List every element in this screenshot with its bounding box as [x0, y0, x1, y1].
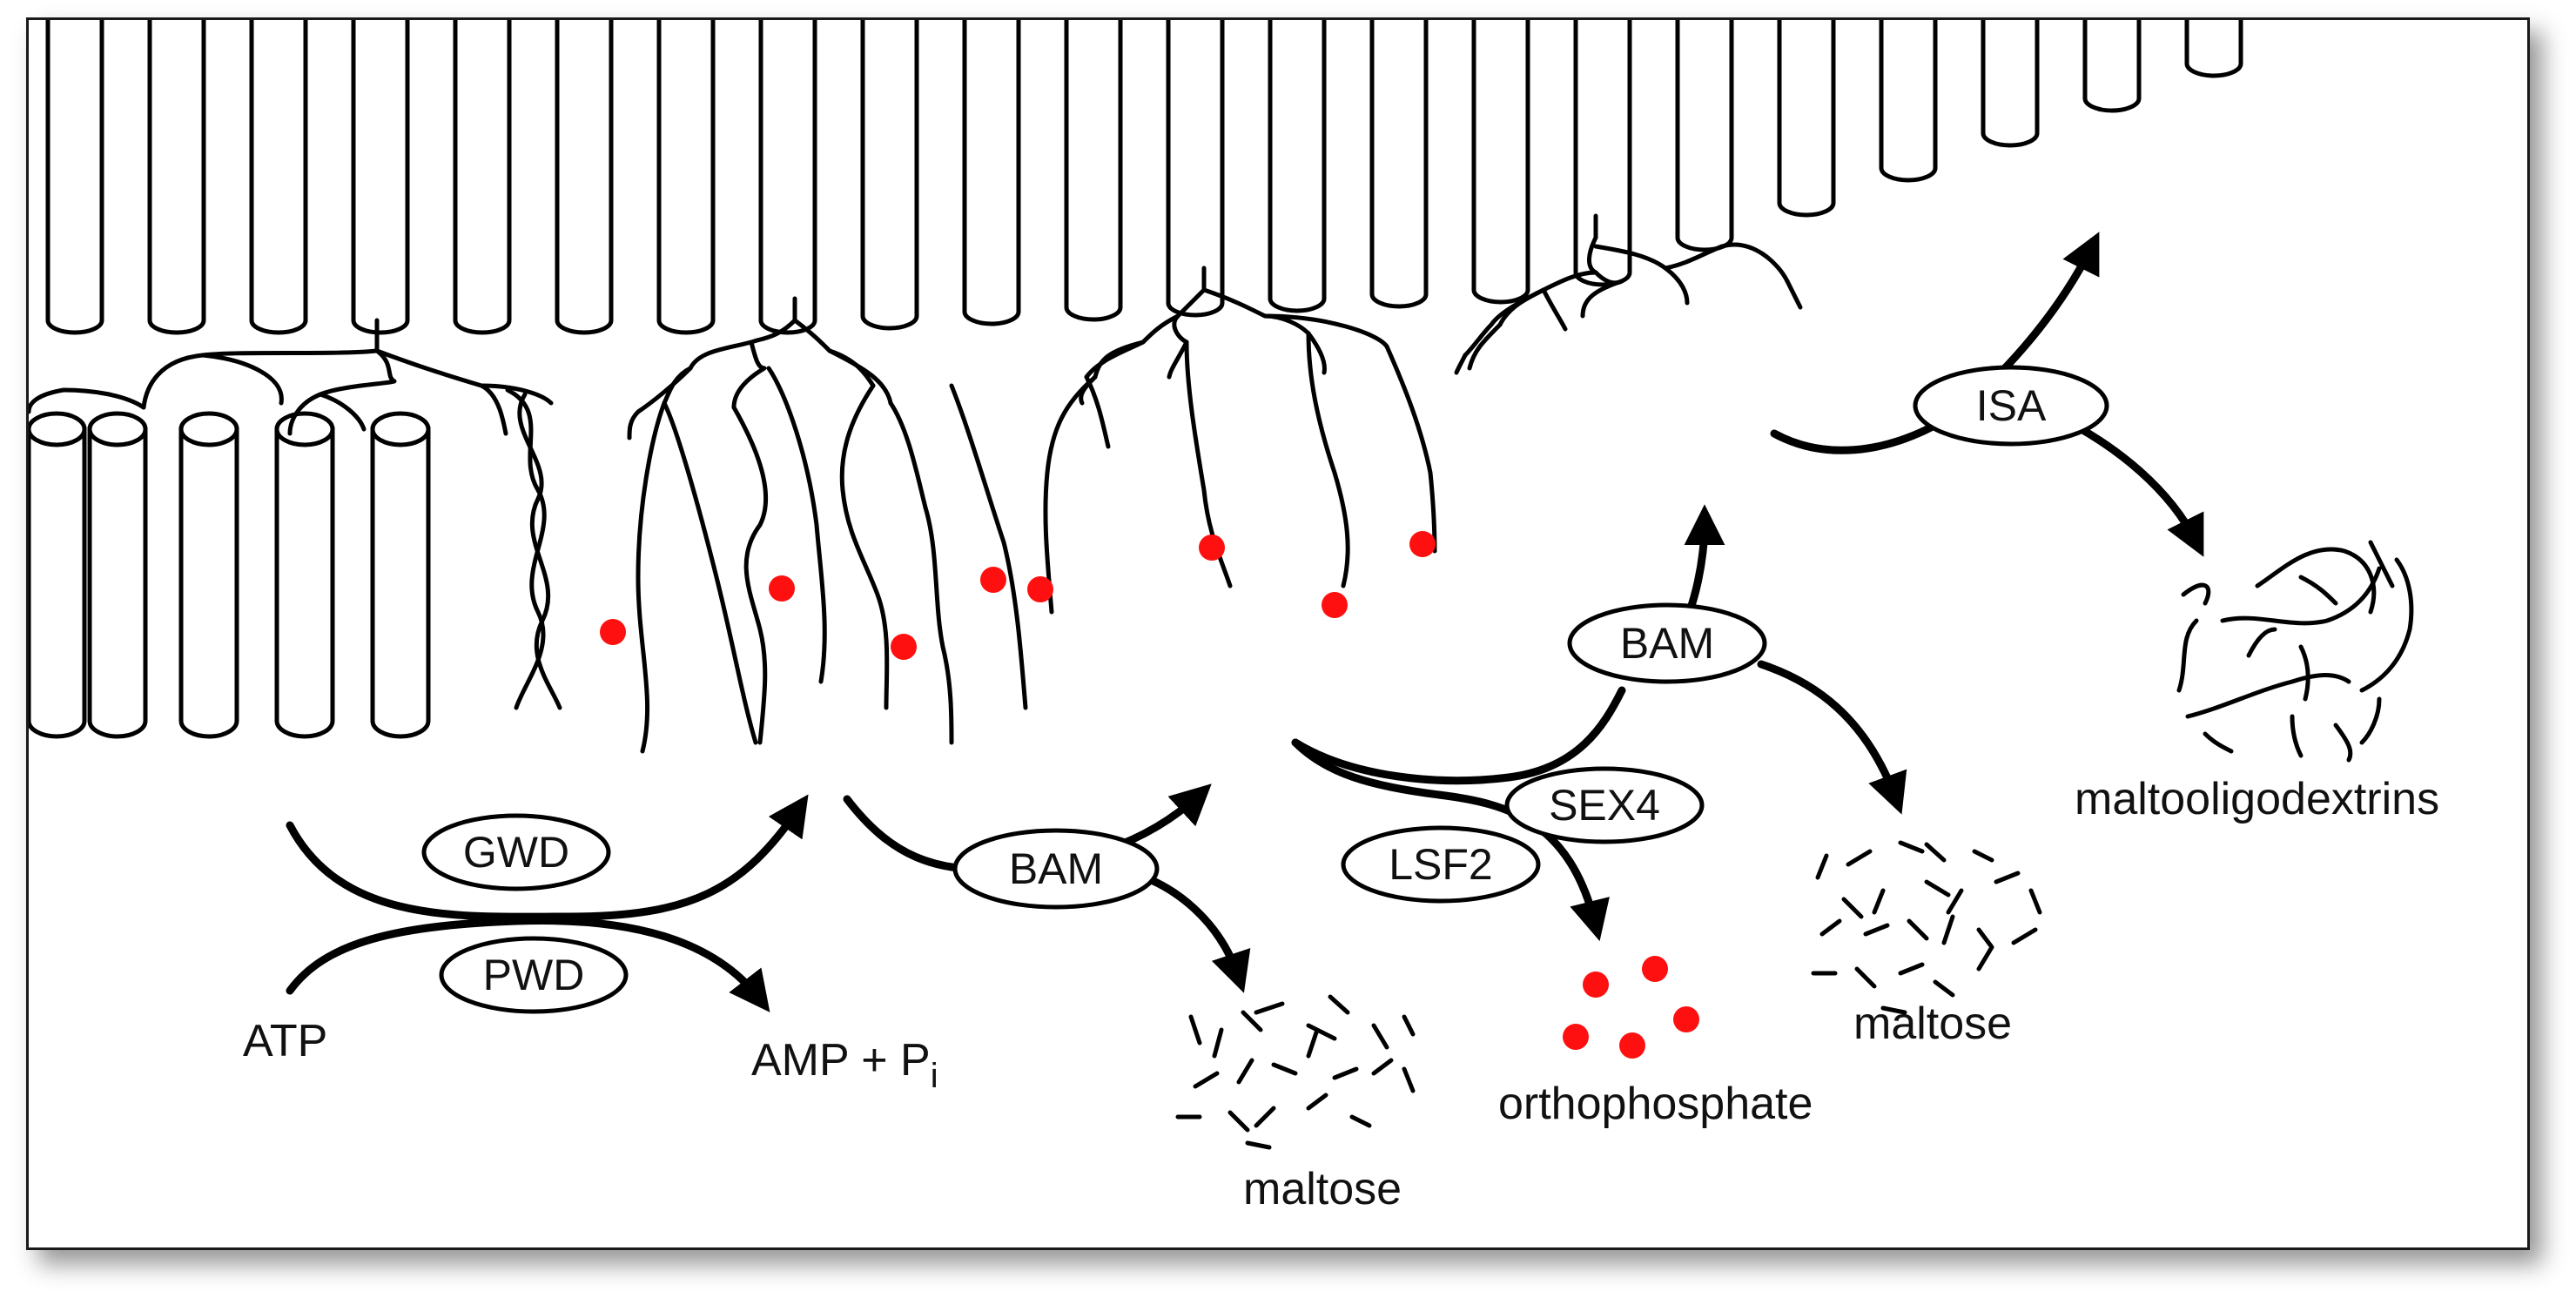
maltose-fragments-1	[1175, 994, 1416, 1150]
enzyme-gwd	[421, 813, 611, 891]
helix-cylinder	[1879, 20, 1938, 183]
helix-cylinder	[1471, 20, 1530, 305]
enzyme-bam-2-label: BAM	[1620, 619, 1714, 668]
helix-cylinder	[351, 20, 410, 335]
phosphate-dot	[1199, 535, 1225, 561]
phosphate-dot	[1409, 531, 1436, 557]
enzyme-isa	[1913, 365, 2109, 447]
helix-cylinder	[2082, 20, 2142, 113]
helix-cylinder	[178, 411, 239, 739]
helix-cylinder	[87, 411, 148, 739]
phosphate-dot	[1027, 576, 1053, 602]
atp-label: ATP	[243, 1016, 327, 1066]
maltose-label-2: maltose	[1853, 999, 2012, 1049]
granule-surface-helices	[45, 20, 2243, 335]
enzyme-lsf2-label: LSF2	[1389, 840, 1493, 889]
enzyme-sex4-label: SEX4	[1549, 781, 1660, 830]
helix-cylinder	[1268, 20, 1327, 313]
phosphate-groups	[600, 531, 1436, 660]
amp-pi-text: AMP + P	[751, 1035, 931, 1086]
enzyme-gwd-label: GWD	[463, 828, 569, 877]
branch-connectors	[29, 213, 1803, 710]
orthophosphate-label: orthophosphate	[1498, 1079, 1813, 1129]
amp-pi-label: AMP + Pi	[751, 1035, 938, 1095]
phosphate-dot	[891, 634, 917, 660]
helix-cylinder	[1166, 20, 1225, 318]
bam-reaction-1: BAM maltose	[843, 783, 1416, 1214]
orthophosphate-dot	[1619, 1032, 1645, 1059]
enzyme-bam-1-label: BAM	[1009, 844, 1103, 893]
enzyme-pwd-label: PWD	[483, 951, 585, 999]
helix-cylinder	[29, 411, 87, 739]
phosphatase-reaction: SEX4 LSF2 orthophosphate	[1291, 738, 1813, 1129]
helix-cylinder	[1064, 20, 1123, 322]
enzyme-bam-1	[952, 828, 1160, 910]
enzyme-sex4	[1504, 766, 1705, 844]
helix-cylinder	[1777, 20, 1836, 218]
helix-cylinder	[1675, 20, 1734, 252]
starch-degradation-diagram: GWD PWD ATP AMP + Pi BAM maltose SEX4 LS…	[29, 20, 2439, 1214]
pi-subscript: i	[931, 1057, 938, 1095]
maltose-fragments-2	[1811, 840, 2042, 1015]
orthophosphate-dot	[1583, 972, 1609, 998]
diagram-panel: GWD PWD ATP AMP + Pi BAM maltose SEX4 LS…	[26, 17, 2530, 1250]
helix-cylinder	[2184, 20, 2243, 78]
orthophosphate-dot	[1563, 1024, 1589, 1050]
helix-cylinder	[1573, 20, 1632, 287]
helix-cylinder	[274, 411, 335, 739]
maltooligodextrin-fragments	[2176, 540, 2414, 763]
bam-reaction-2: BAM maltose	[1291, 504, 2042, 1049]
helix-cylinder	[1369, 20, 1429, 309]
helix-cylinder	[962, 20, 1021, 326]
enzyme-isa-label: ISA	[1976, 381, 2047, 430]
isa-reaction: ISA maltooligodextrins	[1770, 232, 2439, 824]
phosphate-dot	[600, 619, 626, 645]
enzyme-pwd	[439, 936, 629, 1014]
helix-cylinder	[555, 20, 614, 335]
helix-cylinder	[147, 20, 206, 335]
enzyme-bam-2	[1567, 602, 1767, 684]
orthophosphate-dot	[1673, 1006, 1699, 1032]
phosphate-dot	[980, 567, 1006, 593]
helix-cylinder	[758, 20, 817, 335]
maltooligodextrins-label: maltooligodextrins	[2075, 774, 2439, 824]
helix-cylinder	[453, 20, 512, 335]
phosphate-dot	[769, 575, 795, 602]
lower-helix-layer	[29, 411, 431, 739]
phosphate-dot	[1322, 592, 1348, 618]
helix-cylinder	[656, 20, 716, 335]
helix-cylinder	[370, 411, 431, 739]
helix-cylinder	[249, 20, 308, 335]
helix-cylinder	[860, 20, 919, 331]
gwd-pwd-reaction: GWD PWD ATP AMP + Pi	[243, 794, 938, 1095]
orthophosphate-dot	[1642, 956, 1668, 982]
helix-cylinder	[45, 20, 104, 335]
maltose-label-1: maltose	[1243, 1164, 1402, 1214]
glucan-chains	[636, 322, 1503, 754]
helix-cylinder	[1981, 20, 2040, 148]
enzyme-lsf2	[1341, 825, 1541, 904]
